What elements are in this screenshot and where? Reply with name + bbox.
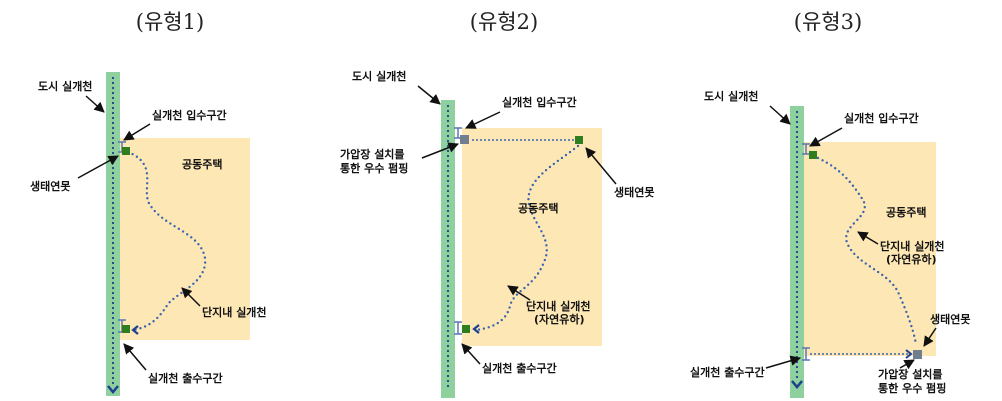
pump-label-line1: 가압장 설치를 [340, 147, 405, 161]
diagram-type-3: (유형3) 도시 실개천 실개천 입수구간 공동주택 단지내 실개천 (자연유하… [668, 0, 1002, 401]
complex-stream-arrow [181, 287, 201, 307]
outlet-chevron-icon [131, 325, 139, 335]
eco-pond-label: 생태연못 [30, 179, 70, 193]
complex-stream-label: 단지내 실개천 [202, 305, 267, 319]
outlet-label: 실개천 출수구간 [482, 361, 557, 375]
inlet-arrow [809, 127, 843, 147]
complex-stream-label-line2: (자연유하) [534, 312, 585, 326]
pump-station-square [460, 135, 469, 144]
urban-stream-arrow [85, 95, 105, 113]
type-2-svg: 도시 실개천 실개천 입수구간 가압장 설치를 통한 우수 펌핑 생태연못 공동… [340, 69, 654, 398]
apartment-area [462, 128, 602, 346]
complex-stream-arrow [857, 231, 879, 245]
urban-stream-arrow [769, 105, 791, 125]
outlet-chevron-icon [472, 324, 480, 334]
type-1-svg: 도시 실개천 실개천 입수구간 생태연못 공동주택 단지내 실개천 실개천 출수… [30, 72, 267, 396]
complex-stream-path [816, 156, 918, 346]
outlet-arrow [461, 343, 481, 365]
inlet-label: 실개천 입수구간 [502, 95, 577, 109]
eco-pond-label: 생태연못 [930, 312, 970, 326]
pump-arrow [421, 142, 459, 159]
complex-stream-label-line1: 단지내 실개천 [880, 239, 945, 253]
outlet-square [462, 325, 470, 333]
urban-stream-arrow [417, 85, 441, 105]
complex-stream-path [474, 144, 580, 332]
apartment-label: 공동주택 [886, 205, 926, 219]
pump-arrow [899, 359, 915, 370]
stream-end-chevron [791, 380, 803, 389]
pump-station-square [913, 350, 922, 359]
outlet-arrow [765, 355, 802, 369]
inlet-label: 실개천 입수구간 [844, 111, 919, 125]
eco-pond-arrow [585, 147, 617, 185]
apartment-label: 공동주택 [518, 201, 558, 215]
diagram-type-2: (유형2) 도시 실개천 실개천 입수구간 가압장 설치를 통한 우수 펌핑 생… [334, 0, 668, 401]
type-2-title: (유형2) [469, 10, 539, 34]
outlet-square [122, 325, 130, 333]
diagram-type-1: (유형1) 도시 실개천 실개천 입수구간 생태연못 공동주택 단지내 실개천 … [0, 0, 334, 401]
eco-pond-square [122, 147, 130, 155]
outlet-label: 실개천 출수구간 [690, 365, 765, 379]
inlet-arrow [123, 123, 151, 141]
eco-pond-square [575, 136, 583, 144]
complex-stream-label-line2: (자연유하) [886, 252, 937, 266]
pump-label-line1: 가압장 설치를 [878, 367, 943, 381]
stream-end-chevron [107, 385, 119, 394]
eco-pond-arrow [923, 327, 937, 347]
eco-pond-label: 생태연못 [614, 185, 654, 199]
type-1-title: (유형1) [135, 10, 205, 34]
complex-stream-arrow [507, 285, 531, 301]
inlet-gate [802, 143, 810, 155]
apartment-label: 공동주택 [182, 157, 222, 171]
inlet-square [809, 151, 817, 159]
complex-stream-label-line1: 단지내 실개천 [526, 299, 591, 313]
type-3-svg: 도시 실개천 실개천 입수구간 공동주택 단지내 실개천 (자연유하) 생태연못… [690, 89, 970, 398]
urban-stream-channel [441, 100, 455, 398]
type-3-title: (유형3) [793, 10, 863, 34]
outlet-arrow [123, 343, 147, 371]
apartment-area [120, 138, 250, 340]
outlet-gate [802, 347, 810, 361]
return-flow-chevron-icon [905, 349, 913, 359]
urban-stream-label: 도시 실개천 [704, 89, 758, 103]
urban-stream-label: 도시 실개천 [38, 79, 92, 93]
outlet-label: 실개천 출수구간 [148, 371, 223, 385]
outlet-gate [454, 321, 462, 335]
pump-label-line2: 통한 우수 펌핑 [878, 381, 946, 395]
urban-stream-label: 도시 실개천 [352, 69, 406, 83]
apartment-area [804, 142, 936, 356]
eco-pond-arrow [77, 155, 119, 179]
pump-label-line2: 통한 우수 펌핑 [340, 161, 408, 175]
inlet-arrow [465, 111, 501, 129]
inlet-label: 실개천 입수구간 [152, 108, 227, 122]
